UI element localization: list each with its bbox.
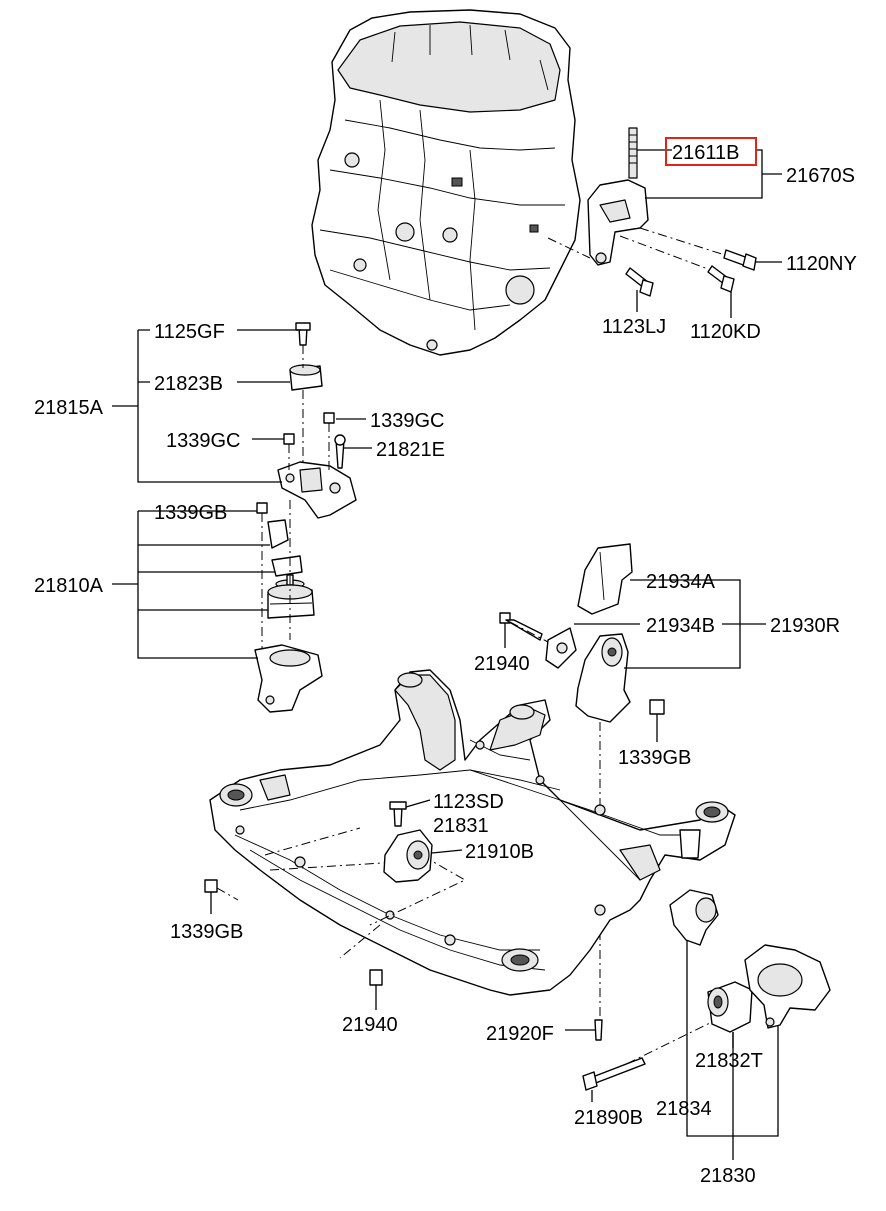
mount-21910B [204, 801, 467, 986]
label-1120KD: 1120KD [690, 321, 761, 343]
label-21940-bottom: 21940 [342, 1014, 398, 1036]
part-labels: 21611B 21670S 1120NY 1123LJ 1120KD 1125G… [34, 142, 857, 1187]
label-21910B: 21910B [465, 841, 534, 863]
mount-bracket-21815A [277, 322, 357, 519]
engine-block [311, 9, 581, 356]
label-21920F: 21920F [486, 1023, 554, 1045]
mount-21930R [499, 543, 665, 1020]
label-1339GB-top: 1339GB [154, 502, 227, 524]
label-1339GC-right: 1339GC [370, 410, 445, 432]
label-1339GC-left: 1339GC [166, 430, 241, 452]
label-21821E: 21821E [376, 439, 445, 461]
label-1339GB-right: 1339GB [618, 747, 691, 769]
label-1120NY: 1120NY [786, 253, 857, 275]
label-1123LJ: 1123LJ [602, 316, 666, 338]
label-21670S: 21670S [786, 165, 855, 187]
label-1125GF: 1125GF [154, 321, 225, 343]
mount-21810A [254, 500, 323, 713]
label-21823B: 21823B [154, 373, 223, 395]
label-1339GB-left: 1339GB [170, 921, 243, 943]
mount-21830 [582, 889, 831, 1091]
label-1123SD: 1123SD [433, 791, 504, 813]
subframe [209, 669, 736, 996]
label-21930R: 21930R [770, 615, 840, 637]
label-21940-top: 21940 [474, 653, 530, 675]
label-21830: 21830 [700, 1165, 756, 1187]
engine-bracket-21670S [547, 127, 757, 297]
label-21815A: 21815A [34, 397, 104, 419]
label-21810A: 21810A [34, 575, 104, 597]
highlight-box-21611B [665, 137, 757, 166]
label-21934B: 21934B [646, 615, 715, 637]
label-21934A: 21934A [646, 571, 716, 593]
label-21831: 21831 [433, 815, 489, 837]
label-21832T: 21832T [695, 1050, 763, 1072]
label-21890B: 21890B [574, 1107, 643, 1129]
label-21834: 21834 [656, 1098, 712, 1120]
leader-lines [112, 137, 782, 1160]
label-21611B: 21611B [672, 142, 739, 164]
